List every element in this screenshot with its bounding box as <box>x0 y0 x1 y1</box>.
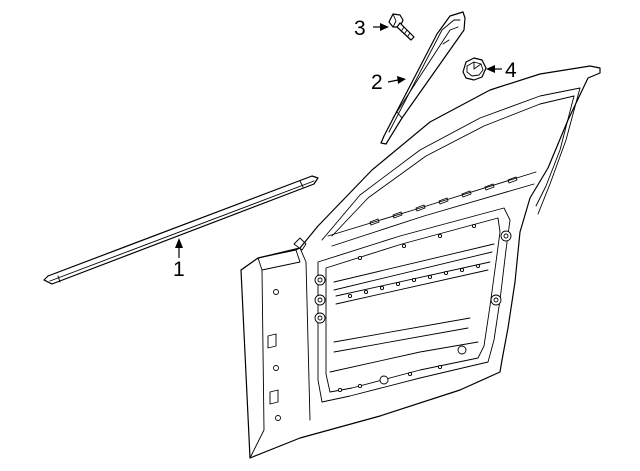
bolt-part <box>388 13 415 41</box>
front-door-shell <box>240 65 601 459</box>
callout-4-label: 4 <box>505 59 517 82</box>
callout-1: 1 <box>173 238 185 281</box>
callout-2-label: 2 <box>371 71 383 94</box>
callout-3-label: 3 <box>354 17 366 40</box>
clip-nut-part <box>462 57 487 81</box>
callout-2: 2 <box>371 71 406 94</box>
callout-3: 3 <box>354 17 389 40</box>
callout-1-label: 1 <box>173 258 185 281</box>
belt-weatherstrip-part <box>43 175 319 285</box>
callout-4: 4 <box>486 59 517 82</box>
pillar-applique-part <box>380 11 466 145</box>
